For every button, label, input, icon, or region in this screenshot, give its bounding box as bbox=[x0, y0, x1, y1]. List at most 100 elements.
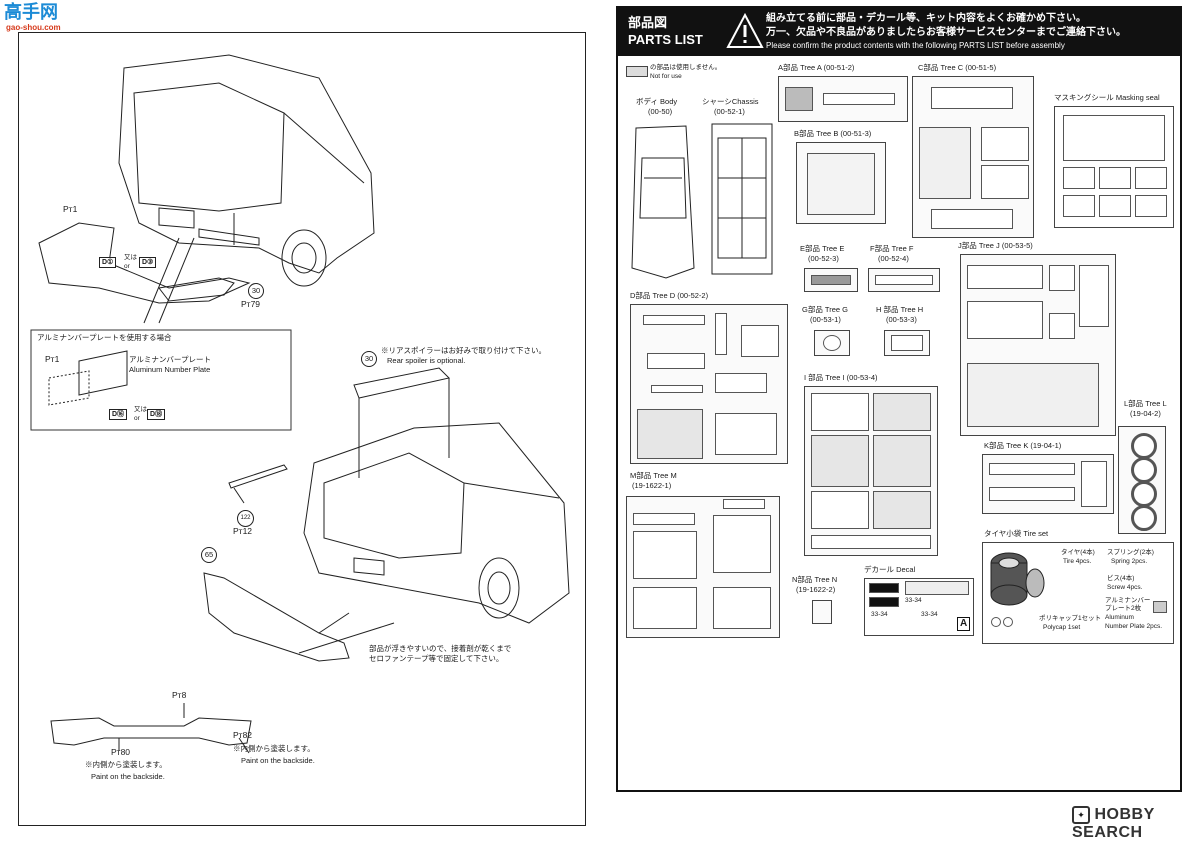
plate-label-en-1: Aluminum bbox=[1105, 614, 1134, 621]
decal-sheet-letter: A bbox=[957, 617, 971, 631]
parts-list-title-ja: 部品図 bbox=[628, 15, 668, 30]
unused-legend-en: Not for use bbox=[650, 73, 682, 80]
decal-label: デカール Decal bbox=[864, 565, 916, 574]
tree-k-part bbox=[989, 487, 1075, 501]
callout-part-122: 122 bbox=[237, 510, 254, 527]
tree-j-part bbox=[1049, 265, 1075, 291]
mask-piece bbox=[1063, 167, 1095, 189]
tree-h-sprue bbox=[884, 330, 930, 356]
header-line-3: Please confirm the product contents with… bbox=[766, 41, 1065, 50]
watermark-site-url: gao-shou.com bbox=[6, 23, 61, 32]
warning-triangle-icon bbox=[726, 13, 764, 48]
mask-piece bbox=[1099, 195, 1131, 217]
tree-c-part bbox=[931, 209, 1013, 229]
watermark-site-logo: 高手网 bbox=[4, 2, 58, 22]
tire-label-ja: タイヤ(4本) bbox=[1061, 549, 1095, 556]
tree-f-label: F部品 Tree F bbox=[870, 244, 914, 253]
tree-l-code: (19-04-2) bbox=[1130, 409, 1161, 418]
tree-j-part bbox=[967, 363, 1099, 427]
tree-n-sprue bbox=[812, 600, 832, 624]
mask-piece bbox=[1135, 195, 1167, 217]
tree-j-label: J部品 Tree J (00-53-5) bbox=[958, 241, 1033, 250]
tree-g-sprue bbox=[814, 330, 850, 356]
tree-e-sprue bbox=[804, 268, 858, 292]
unused-legend-swatch bbox=[626, 66, 648, 77]
tree-c-part bbox=[919, 127, 971, 199]
hobby-search-emblem-icon: ✦ bbox=[1072, 806, 1090, 824]
wheel-part-icon bbox=[1131, 433, 1157, 459]
hobby-search-logo: ✦ HOBBY SEARCH bbox=[1072, 806, 1200, 842]
tree-g-label: G部品 Tree G bbox=[802, 305, 848, 314]
spoiler-note-ja: ※リアスポイラーはお好みで取り付けて下さい。 bbox=[381, 346, 546, 355]
parts-list-header: 部品図 PARTS LIST 組み立てる前に部品・デカール等、キット内容をよくお… bbox=[618, 8, 1180, 56]
tree-e-part bbox=[811, 275, 851, 285]
rear-spoiler-drawing bbox=[353, 367, 450, 399]
body-label: ボディ Body bbox=[636, 97, 678, 106]
tree-d-part bbox=[651, 385, 703, 393]
tree-d-part bbox=[741, 325, 779, 357]
chassis-label: シャーシChassis bbox=[702, 97, 759, 106]
tree-b-sprue bbox=[796, 142, 886, 224]
tree-i-seat-part bbox=[811, 491, 869, 529]
tree-i-seat-part bbox=[811, 393, 869, 431]
tree-c-part bbox=[981, 165, 1029, 199]
callout-d1: D① bbox=[99, 257, 117, 268]
header-line-2: 万一、欠品や不良品がありましたらお客様サービスセンターまでご連絡下さい。 bbox=[766, 27, 1126, 38]
callout-part-30-spoiler: 30 bbox=[361, 351, 377, 367]
tree-d-sprue bbox=[630, 304, 788, 464]
tree-k-sprue bbox=[982, 454, 1114, 514]
mask-piece bbox=[1063, 115, 1165, 161]
plate-box-label-en: Aluminum Number Plate bbox=[129, 365, 211, 374]
tree-i-seat-part bbox=[873, 435, 931, 487]
parts-list-sheet: 部品図 PARTS LIST 組み立てる前に部品・デカール等、キット内容をよくお… bbox=[616, 6, 1182, 792]
tree-a-part bbox=[823, 93, 895, 105]
backside-note-en-a: Paint on the backside. bbox=[91, 772, 165, 781]
tree-d-part bbox=[643, 315, 705, 325]
tree-d-label: D部品 Tree D (00-52-2) bbox=[630, 291, 709, 300]
tree-h-part bbox=[891, 335, 923, 351]
mask-piece bbox=[1099, 167, 1131, 189]
tape-note-line1: 部品が浮きやすいので、接着剤が乾くまで bbox=[369, 644, 512, 653]
decal-logo bbox=[869, 583, 899, 593]
body-code: (00-50) bbox=[648, 107, 673, 116]
callout-pt12: Pт12 bbox=[233, 526, 253, 536]
plate-label-ja-2: プレート2枚 bbox=[1105, 605, 1142, 612]
decal-logo bbox=[869, 597, 899, 607]
plate-box-title: アルミナンバープレートを使用する場合 bbox=[37, 333, 172, 342]
masking-seal-sheet bbox=[1054, 106, 1174, 228]
backside-note-ja-a: ※内側から塗装します。 bbox=[85, 760, 167, 769]
mask-piece bbox=[1063, 195, 1095, 217]
tree-n-label: N部品 Tree N bbox=[792, 575, 838, 584]
decal-sheet: 33-34 33-34 33-34 A bbox=[864, 578, 974, 636]
tree-i-seat-part bbox=[873, 491, 931, 529]
tree-m-sprue bbox=[626, 496, 780, 638]
tree-f-sprue bbox=[868, 268, 940, 292]
polycap-label-en: Polycap 1set bbox=[1043, 624, 1081, 631]
van-rear-bottom-drawing bbox=[303, 422, 570, 624]
tree-c-label: C部品 Tree C (00-51-5) bbox=[918, 63, 997, 72]
spoiler-note-en: Rear spoiler is optional. bbox=[387, 356, 466, 365]
header-line-1: 組み立てる前に部品・デカール等、キット内容をよくお確かめ下さい。 bbox=[766, 13, 1086, 24]
tree-e-label: E部品 Tree E bbox=[800, 244, 845, 253]
van-rear-top-drawing bbox=[118, 54, 375, 274]
tree-f-code: (00-52-4) bbox=[878, 254, 909, 263]
callout-pt8: Pт8 bbox=[172, 690, 187, 700]
tree-b-part bbox=[807, 153, 875, 215]
tree-e-code: (00-52-3) bbox=[808, 254, 839, 263]
tree-b-label: B部品 Tree B (00-51-3) bbox=[794, 129, 872, 138]
polycap-part-icon bbox=[991, 617, 1001, 627]
tree-j-sprue bbox=[960, 254, 1116, 436]
tree-j-part bbox=[1079, 265, 1109, 327]
decal-plate-number-c: 33-34 bbox=[921, 611, 938, 618]
tree-i-label: I 部品 Tree I (00-53-4) bbox=[804, 373, 878, 382]
plate-label-ja-1: アルミナンバー bbox=[1105, 597, 1151, 604]
spring-label-en: Spring 2pcs. bbox=[1111, 558, 1148, 565]
callout-pt79: Pт79 bbox=[241, 299, 261, 309]
wheel-part-icon bbox=[1131, 505, 1157, 531]
tree-a-part bbox=[785, 87, 813, 111]
tire-label-en: Tire 4pcs. bbox=[1063, 558, 1092, 565]
decal-plate-number-b: 33-34 bbox=[871, 611, 888, 618]
tree-a-label: A部品 Tree A (00-51-2) bbox=[778, 63, 855, 72]
tree-c-sprue bbox=[912, 76, 1034, 238]
polycap-label-ja: ポリキャップ1セット bbox=[1039, 615, 1102, 622]
